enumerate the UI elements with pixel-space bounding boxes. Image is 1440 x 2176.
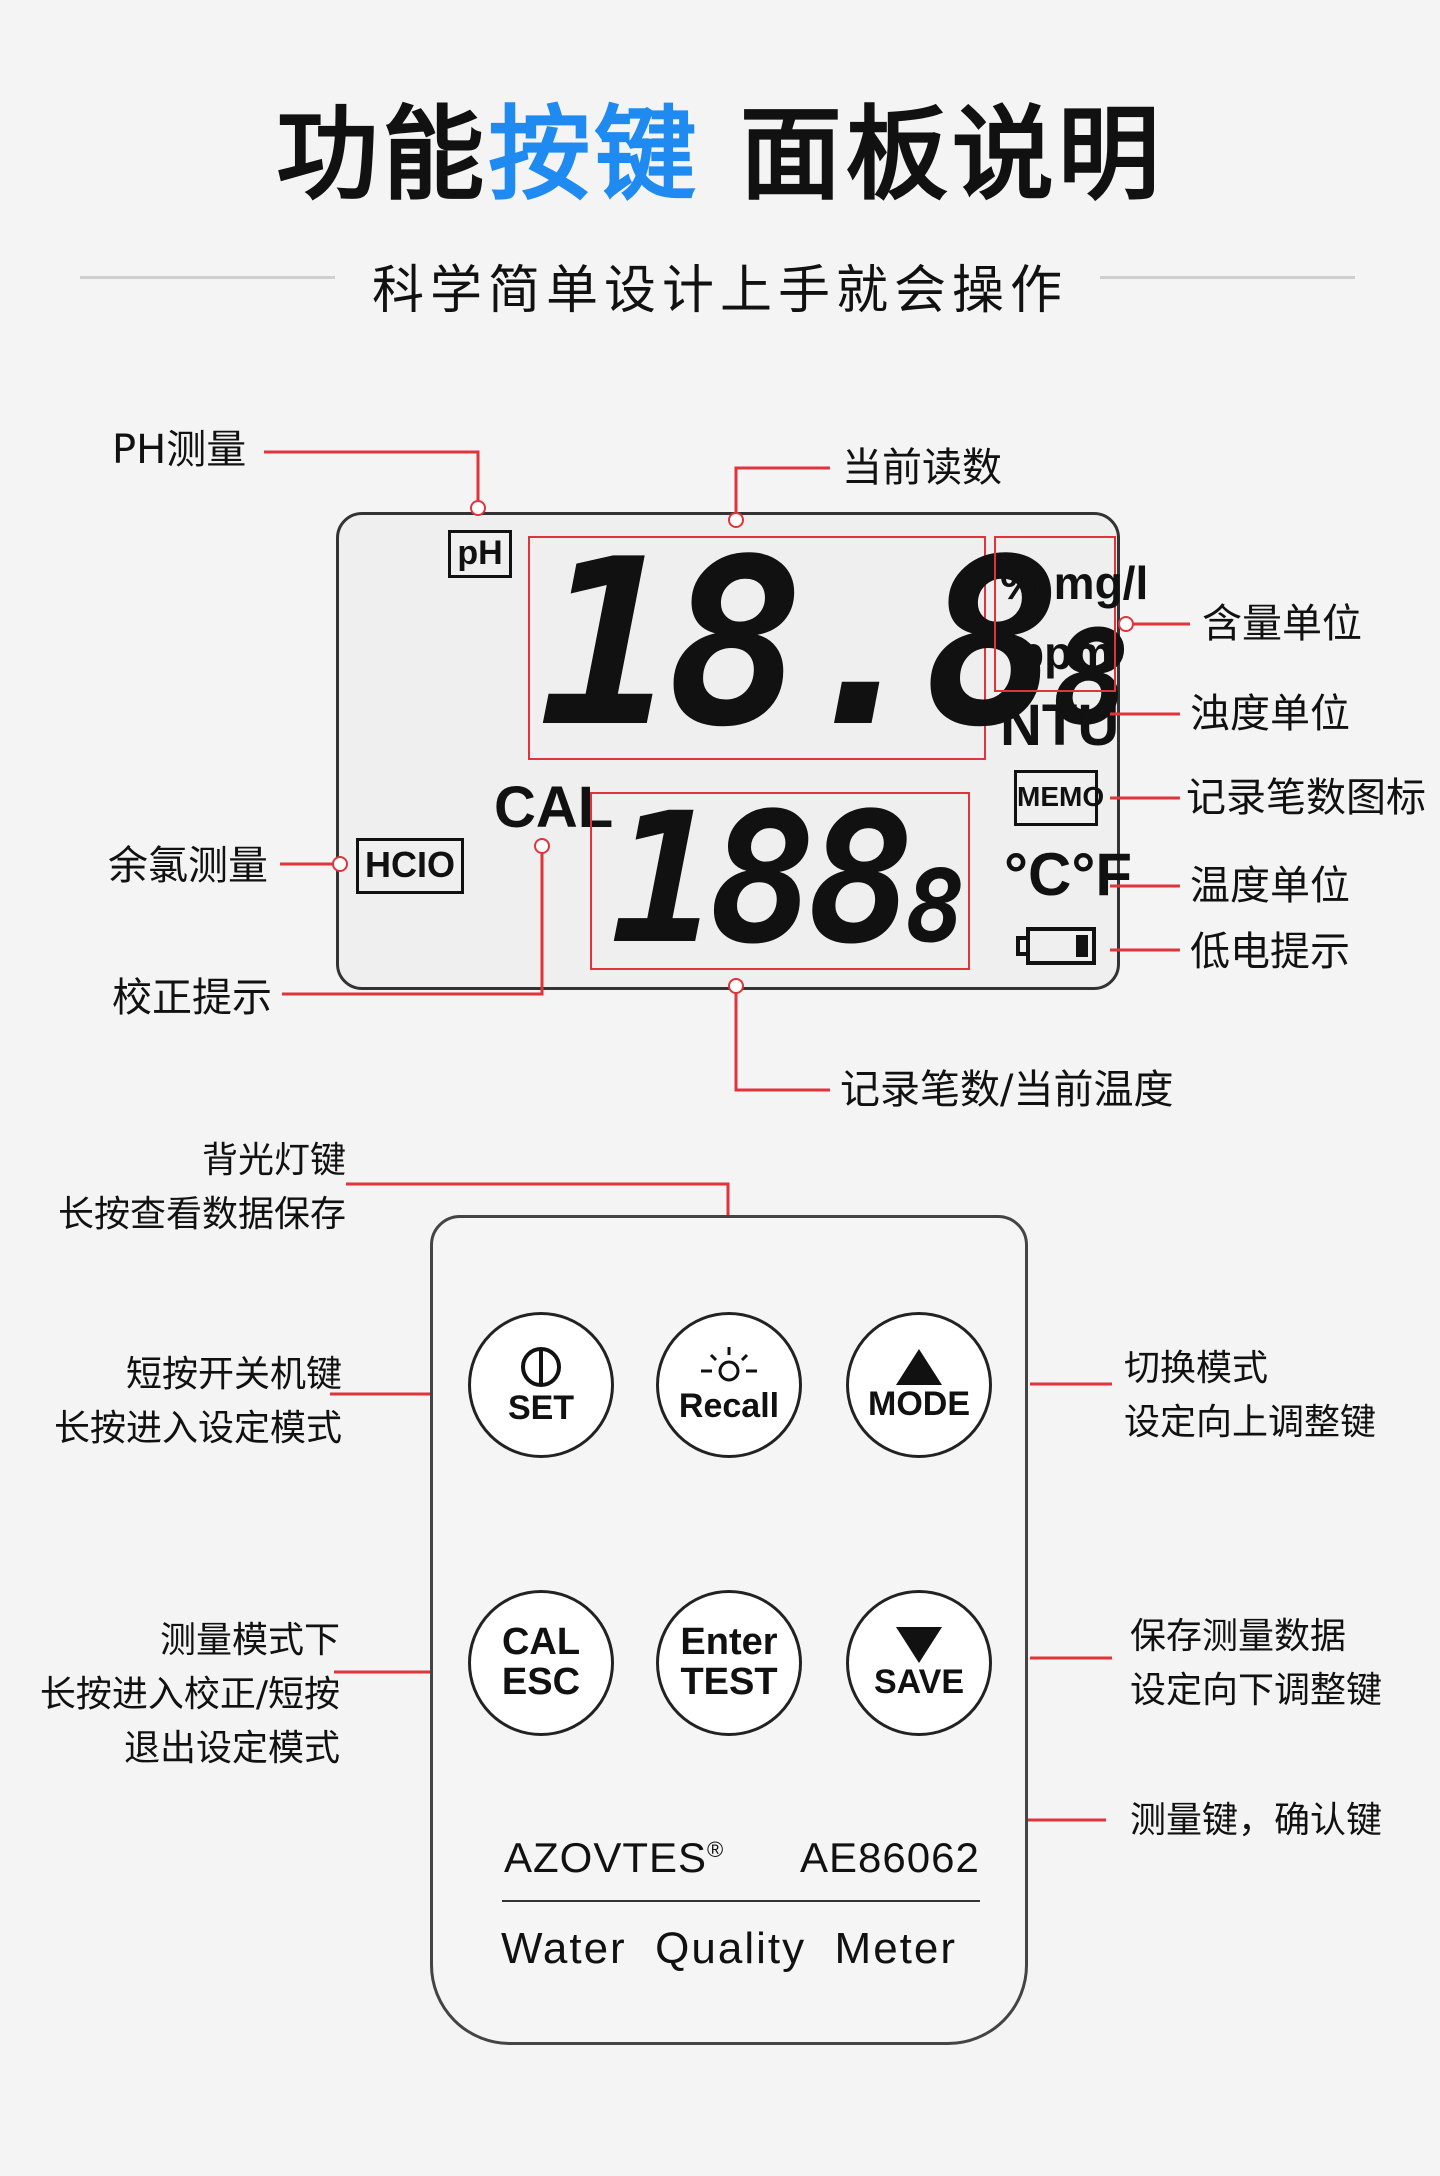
- note-cal-line2: 长按进入校正/短按: [39, 1674, 340, 1715]
- note-power-line1: 短按开关机键: [125, 1354, 342, 1395]
- label-ph: PH测量: [112, 427, 247, 473]
- note-test: 测量键，确认键: [1130, 1800, 1383, 1841]
- note-save: 保存测量数据 设定向下调整键: [1130, 1610, 1382, 1718]
- cal-indicator: CAL: [494, 775, 614, 840]
- page-subtitle: 科学简单设计上手就会操作: [371, 261, 1068, 321]
- temp-unit-indicator: °C°F: [1004, 841, 1132, 908]
- up-arrow-icon: [896, 1349, 942, 1386]
- subtitle-rule-right: [1100, 276, 1355, 279]
- unit-ppm: ppm: [1016, 627, 1114, 679]
- label-memo-icon: 记录笔数图标: [1186, 775, 1426, 821]
- enter-test-button[interactable]: Enter TEST: [656, 1590, 802, 1736]
- note-save-line1: 保存测量数据: [1130, 1616, 1347, 1657]
- unit-ntu: NTU: [1000, 693, 1120, 758]
- label-residual-chlorine: 余氯测量: [108, 843, 268, 889]
- mode-button-label: MODE: [868, 1385, 970, 1424]
- note-cal-line3: 退出设定模式: [123, 1728, 340, 1769]
- recall-button-label: Recall: [678, 1387, 780, 1426]
- power-icon: [521, 1347, 561, 1388]
- note-backlight-line2: 长按查看数据保存: [57, 1194, 346, 1235]
- hcio-indicator: HCIO: [356, 838, 464, 894]
- save-button[interactable]: SAVE: [846, 1590, 992, 1736]
- label-current-reading: 当前读数: [842, 445, 1002, 491]
- note-cal-line1: 测量模式下: [159, 1620, 340, 1661]
- page-title: 功能按键 面板说明: [0, 99, 1440, 212]
- ph-indicator: pH: [448, 530, 512, 578]
- title-part2: 面板说明: [700, 96, 1164, 215]
- label-unit-content: 含量单位: [1202, 601, 1362, 647]
- enter-button-label: Enter: [680, 1621, 778, 1664]
- sub-reading: 1888: [610, 775, 965, 984]
- main-reading-frame: [528, 536, 986, 760]
- label-temp-unit: 温度单位: [1190, 863, 1350, 909]
- cal-esc-button[interactable]: CAL ESC: [468, 1590, 614, 1736]
- down-arrow-icon: [896, 1627, 942, 1664]
- subtitle-rule-left: [80, 276, 335, 279]
- note-save-line2: 设定向下调整键: [1130, 1670, 1383, 1711]
- note-mode-line1: 切换模式: [1124, 1348, 1269, 1389]
- note-cal: 测量模式下 长按进入校正/短按 退出设定模式: [10, 1614, 340, 1776]
- model-number: AE86062: [800, 1834, 980, 1881]
- note-backlight-line1: 背光灯键: [201, 1140, 346, 1181]
- test-button-label: TEST: [680, 1661, 778, 1703]
- esc-button-label: ESC: [501, 1661, 581, 1703]
- sub-reading-frame: [590, 792, 970, 970]
- unit-mgl: % mg/l: [1000, 557, 1149, 609]
- note-mode: 切换模式 设定向上调整键: [1124, 1342, 1376, 1450]
- product-name: Water Quality Meter: [500, 1924, 958, 1973]
- set-button-label: SET: [507, 1389, 575, 1428]
- cal-button-label: CAL: [501, 1621, 581, 1664]
- label-unit-turbidity: 浊度单位: [1190, 691, 1350, 737]
- title-part1: 功能: [276, 96, 489, 215]
- save-button-label: SAVE: [873, 1663, 965, 1702]
- note-mode-line2: 设定向上调整键: [1124, 1402, 1377, 1443]
- memo-indicator: MEMO: [1014, 770, 1104, 826]
- title-highlight: 按键: [488, 96, 701, 215]
- mode-button[interactable]: MODE: [846, 1312, 992, 1458]
- set-button[interactable]: SET: [468, 1312, 614, 1458]
- note-backlight: 背光灯键 长按查看数据保存: [40, 1134, 346, 1242]
- note-power: 短按开关机键 长按进入设定模式: [20, 1348, 342, 1456]
- note-power-line2: 长按进入设定模式: [53, 1408, 342, 1449]
- backlight-icon: [701, 1347, 757, 1382]
- label-record-temp: 记录笔数/当前温度: [840, 1067, 1174, 1113]
- battery-icon: [1016, 926, 1098, 966]
- brand-divider: [502, 1900, 980, 1902]
- units-frame: [994, 536, 1116, 692]
- label-calibration: 校正提示: [112, 975, 272, 1021]
- main-reading: 18.88: [538, 511, 1130, 778]
- brand-name: AZOVTES®: [504, 1834, 725, 1881]
- recall-button[interactable]: Recall: [656, 1312, 802, 1458]
- lcd-display: [336, 512, 1120, 990]
- label-low-battery: 低电提示: [1190, 929, 1350, 975]
